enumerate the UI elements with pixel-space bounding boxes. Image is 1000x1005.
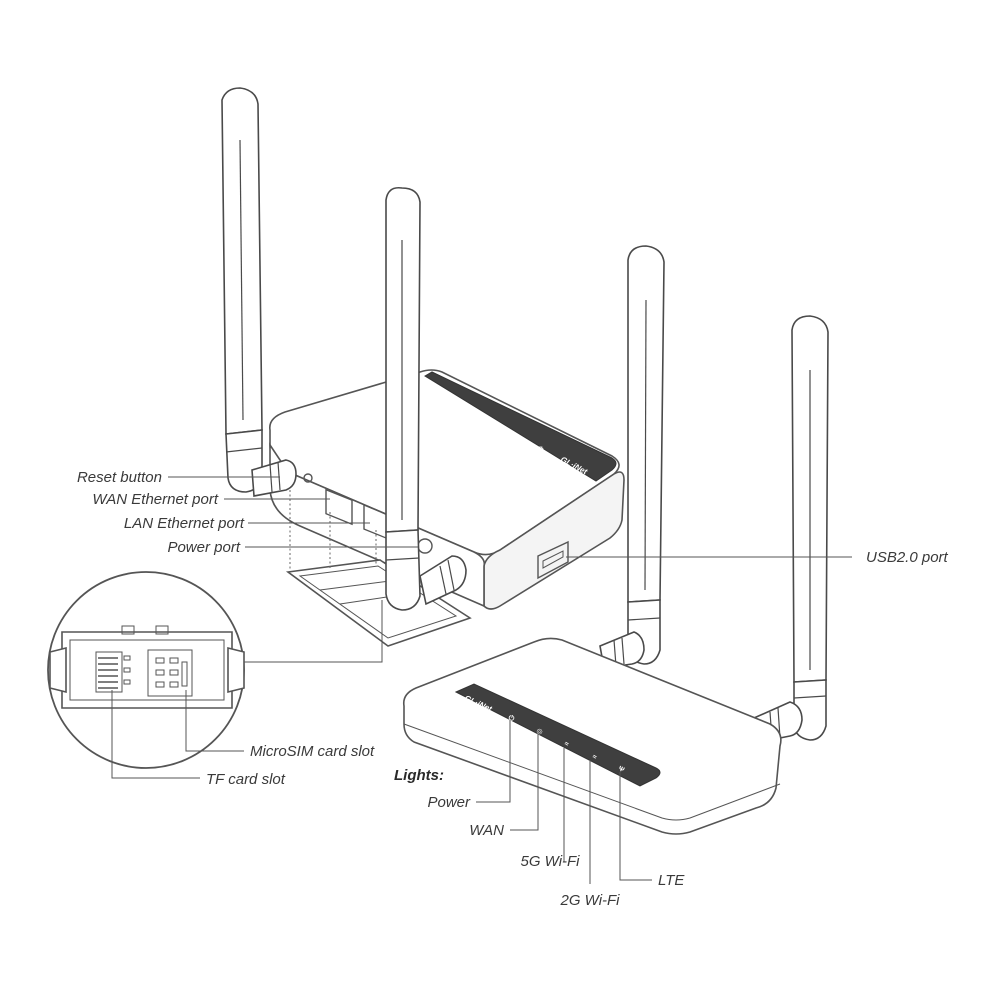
label-light-2g-wifi: 2G Wi-Fi	[559, 892, 620, 909]
tf-card-contacts	[95, 651, 131, 693]
svg-text:Ψ: Ψ	[431, 394, 440, 403]
microsim-contacts	[147, 649, 193, 697]
label-usb-port: USB2.0 port	[866, 549, 949, 566]
front-router: GL·iNet ⏻ ◎ ≈ ≈ Ψ	[402, 637, 782, 835]
label-power-port: Power port	[167, 539, 240, 556]
globe-icon: ◎	[535, 727, 543, 736]
reset-button-hole	[303, 473, 313, 483]
svg-text:≈: ≈	[455, 406, 462, 414]
label-light-lte: LTE	[658, 872, 685, 889]
rear-router: Ψ ≈ ≈ ◎ ⏻ GL·iNet	[268, 369, 625, 647]
sim-tray	[285, 559, 472, 647]
label-light-5g-wifi: 5G Wi-Fi	[520, 853, 580, 870]
label-lan-ethernet-port: LAN Ethernet port	[124, 515, 245, 532]
label-light-power: Power	[427, 794, 471, 811]
antenna-2	[385, 186, 467, 611]
svg-text:◎: ◎	[509, 433, 518, 442]
antenna-4	[753, 315, 829, 743]
card-slot-zoom	[47, 571, 245, 769]
wan-port-shape	[325, 488, 353, 526]
label-reset-button: Reset button	[77, 469, 162, 486]
label-tf-slot: TF card slot	[206, 771, 286, 788]
svg-text:⏻: ⏻	[536, 445, 545, 455]
leader-lines	[111, 476, 852, 884]
power-icon: ⏻	[507, 714, 516, 724]
svg-text:≈: ≈	[481, 419, 488, 427]
signal-icon: Ψ	[617, 765, 625, 774]
usb-port-shape	[537, 540, 569, 580]
label-light-wan: WAN	[469, 822, 504, 839]
wifi-5g-icon: ≈	[563, 740, 570, 748]
label-microsim-slot: MicroSIM card slot	[250, 743, 375, 760]
label-wan-ethernet-port: WAN Ethernet port	[92, 491, 218, 508]
label-lights-heading: Lights:	[394, 767, 444, 784]
wifi-2g-icon: ≈	[591, 753, 598, 761]
